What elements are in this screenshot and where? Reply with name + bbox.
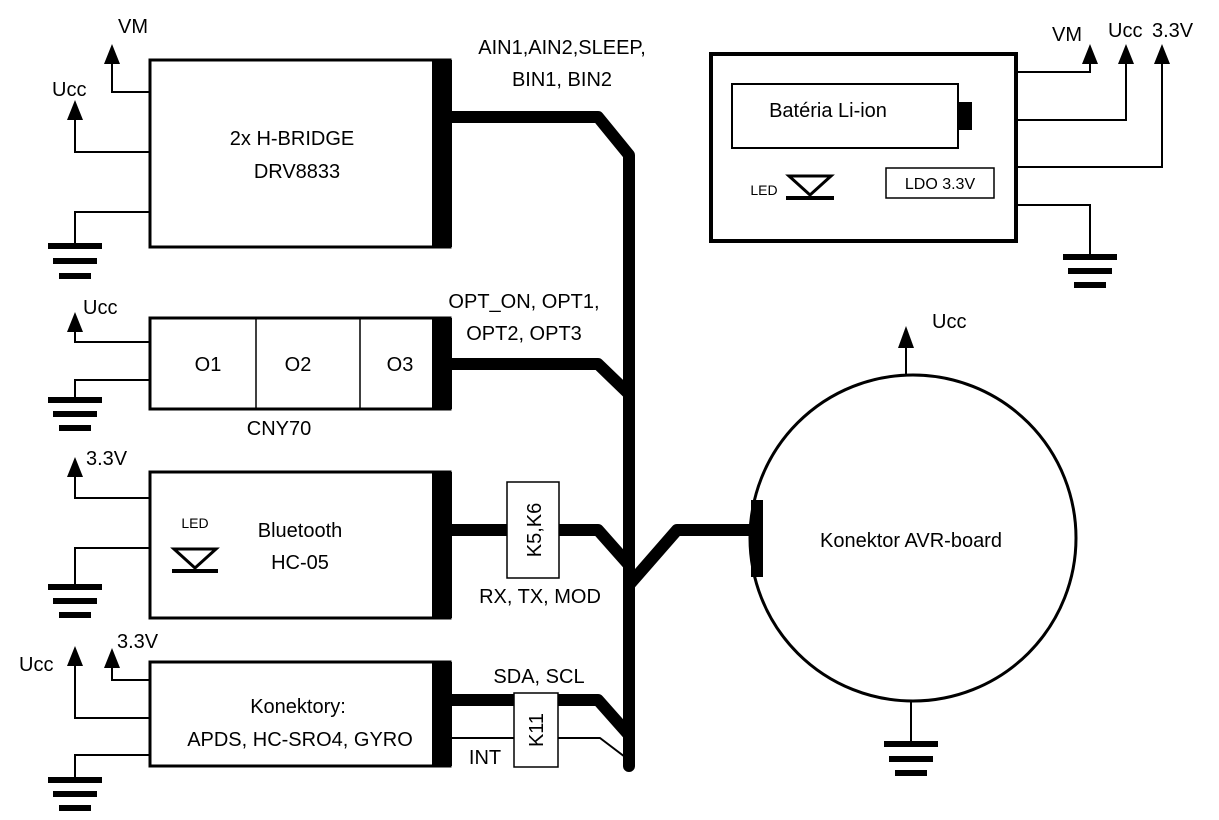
battery-icon (731, 83, 972, 149)
konektory-ucc-label: Ucc (19, 654, 53, 676)
cny-bus-line1: OPT_ON, OPT1, (448, 291, 599, 313)
hbridge-ucc-supply: Ucc (52, 79, 150, 153)
konektory-block: Konektory: APDS, HC-SRO4, GYRO (148, 660, 452, 768)
hbridge-vm-supply: VM (104, 16, 150, 93)
konektory-ucc-supply: Ucc (19, 646, 150, 719)
hbridge-bus-line2: BIN1, BIN2 (512, 69, 612, 91)
konektory-list: APDS, HC-SRO4, GYRO (187, 729, 413, 751)
battery-ground-icon (1016, 204, 1117, 288)
k5-k6-connector: K5,K6 (506, 481, 560, 579)
k11-label: K11 (526, 713, 548, 747)
hbridge-title: 2x H-BRIDGE (230, 128, 354, 150)
konektory-int-label: INT (469, 747, 501, 769)
ldo-box (885, 167, 995, 199)
battery-vm-label: VM (1052, 24, 1082, 46)
konektory-ground-icon (48, 754, 150, 811)
bluetooth-part: HC-05 (271, 552, 329, 574)
k11-connector: K11 (513, 692, 559, 768)
battery-vm-supply: VM (1016, 24, 1098, 73)
battery-led-label: LED (750, 182, 777, 198)
bt-led-label: LED (181, 515, 208, 531)
cny70-label: CNY70 (247, 418, 311, 440)
sensor-o2: O2 (285, 354, 312, 376)
led-icon (170, 547, 220, 573)
battery-label: Batéria Li-ion (769, 100, 887, 122)
konektory-title: Konektory: (250, 696, 346, 718)
bt-3v3-supply: 3.3V (67, 448, 150, 499)
cny70-block: O1 O2 O3 CNY70 (148, 316, 452, 440)
sensor-o1: O1 (195, 354, 222, 376)
avr-ucc-label: Ucc (932, 311, 966, 333)
arrow-up-icon (104, 648, 120, 668)
avr-connector: Konektor AVR-board (748, 373, 1078, 703)
arrow-up-icon (67, 100, 83, 120)
hbridge-ucc-label: Ucc (52, 79, 86, 101)
hbridge-part: DRV8833 (254, 161, 340, 183)
bt-ground-icon (48, 547, 150, 618)
cny-ground-icon (48, 379, 150, 431)
konektory-bus-label: SDA, SCL (493, 666, 584, 688)
led-icon (785, 174, 835, 200)
battery-block: Batéria Li-ion LED LDO 3.3V (709, 52, 1018, 243)
k5-k6-label: K5,K6 (524, 503, 546, 557)
bluetooth-block: LED Bluetooth HC-05 (148, 470, 452, 620)
hbridge-block: 2x H-BRIDGE DRV8833 (148, 58, 452, 249)
bt-3v3-label: 3.3V (86, 448, 128, 470)
konektory-3v3-label: 3.3V (117, 631, 159, 653)
arrow-up-icon (1118, 44, 1134, 64)
battery-3v3-label: 3.3V (1152, 20, 1194, 42)
cny-ucc-supply: Ucc (67, 297, 150, 343)
bluetooth-bus-label: RX, TX, MOD (479, 586, 601, 608)
bluetooth-title: Bluetooth (258, 520, 343, 542)
avr-ground-icon (884, 701, 938, 776)
hbridge-bus-line1: AIN1,AIN2,SLEEP, (478, 37, 646, 59)
hbridge-vm-label: VM (118, 16, 148, 38)
konektory-3v3-supply: 3.3V (104, 631, 159, 681)
arrow-up-icon (898, 326, 914, 348)
arrow-up-icon (67, 312, 83, 332)
battery-ucc-supply: Ucc (1016, 20, 1142, 121)
battery-3v3-supply: 3.3V (1016, 20, 1194, 168)
arrow-up-icon (1154, 44, 1170, 64)
avr-label: Konektor AVR-board (820, 530, 1002, 552)
arrow-up-icon (67, 457, 83, 477)
sensor-o3: O3 (387, 354, 414, 376)
cny-bus-line2: OPT2, OPT3 (466, 323, 582, 345)
main-bus (446, 111, 760, 772)
arrow-up-icon (104, 44, 120, 64)
battery-ucc-label: Ucc (1108, 20, 1142, 42)
hbridge-ground-icon (48, 211, 150, 279)
avr-ucc-supply: Ucc (898, 311, 966, 375)
arrow-up-icon (67, 646, 83, 666)
cny-ucc-label: Ucc (83, 297, 117, 319)
ldo-label: LDO 3.3V (905, 176, 976, 193)
arrow-up-icon (1082, 44, 1098, 64)
